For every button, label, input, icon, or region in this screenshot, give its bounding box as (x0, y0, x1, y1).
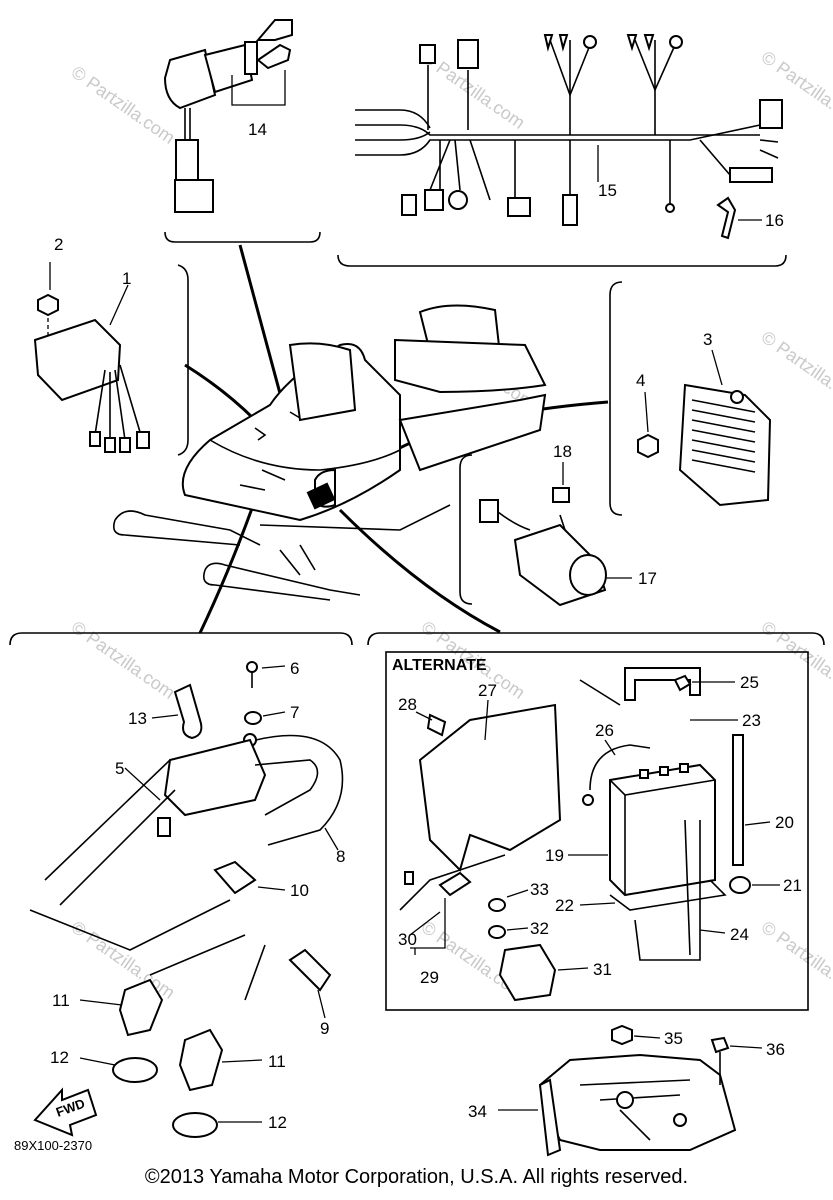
callout-36: 36 (766, 1040, 785, 1059)
callout-9: 9 (320, 1019, 329, 1038)
callout-11: 11 (52, 991, 70, 1010)
callout-4: 4 (636, 371, 645, 390)
callout-13: 13 (128, 709, 147, 728)
ignition-coil-group (29, 661, 344, 1138)
bracket-main-switch (164, 231, 321, 243)
callout-labels: 1 2 3 4 5 6 7 8 9 10 11 11 12 12 13 14 1… (50, 120, 802, 1132)
bracket-wire-harness (337, 254, 787, 267)
callout-3: 3 (703, 330, 712, 349)
callout-21: 21 (783, 876, 802, 895)
callout-22: 22 (555, 896, 574, 915)
wire-harness-group (355, 34, 783, 240)
watermark: © Partzilla.com (68, 62, 179, 148)
callout-26: 26 (595, 721, 614, 740)
callout-6: 6 (290, 659, 299, 678)
bracket-ignition (9, 632, 353, 646)
bracket-battery (367, 632, 825, 646)
callout-28: 28 (398, 695, 417, 714)
main-switch-group (163, 19, 293, 213)
snowmobile-illustration (112, 304, 547, 601)
watermark: © Partzilla.com (758, 327, 833, 413)
callout-12: 12 (268, 1113, 287, 1132)
callout-34: 34 (468, 1102, 487, 1121)
bracket-starter (459, 454, 473, 605)
callout-27: 27 (478, 681, 497, 700)
callout-18: 18 (553, 442, 572, 461)
callout-35: 35 (664, 1029, 683, 1048)
callout-29: 29 (420, 968, 439, 987)
copyright-notice: ©2013 Yamaha Motor Corporation, U.S.A. A… (144, 1166, 689, 1188)
callout-24: 24 (730, 925, 749, 944)
watermark: © Partzilla.com (758, 617, 833, 703)
drawing-number: 89X100-2370 (14, 1138, 92, 1153)
callout-33: 33 (530, 880, 549, 899)
callout-10: 10 (290, 881, 309, 900)
callout-1: 1 (122, 269, 131, 288)
watermark: © Partzilla.com (68, 917, 179, 1003)
callout-12: 12 (50, 1048, 69, 1067)
callout-16: 16 (765, 211, 784, 230)
callout-32: 32 (530, 919, 549, 938)
alternate-box (385, 651, 809, 1011)
cdi-unit-group (33, 262, 150, 453)
callout-17: 17 (638, 569, 657, 588)
watermark: © Partzilla.com (68, 617, 179, 703)
bracket-cdi (177, 264, 189, 456)
callout-14: 14 (248, 120, 267, 139)
watermark: © Partzilla.com (758, 917, 833, 1003)
callout-20: 20 (775, 813, 794, 832)
callout-23: 23 (742, 711, 761, 730)
rectifier-group (637, 349, 772, 507)
callout-19: 19 (545, 846, 564, 865)
callout-8: 8 (336, 847, 345, 866)
callout-7: 7 (290, 703, 299, 722)
forward-arrow-icon: FWD (33, 1087, 98, 1137)
callout-25: 25 (740, 673, 759, 692)
callout-15: 15 (598, 181, 617, 200)
callout-2: 2 (54, 235, 63, 254)
starter-group (479, 462, 632, 607)
callout-31: 31 (593, 960, 612, 979)
callout-30: 30 (398, 930, 417, 949)
callout-11: 11 (268, 1052, 286, 1071)
battery-bracket-group (498, 1024, 763, 1157)
callout-5: 5 (115, 759, 124, 778)
alternate-label: ALTERNATE (392, 657, 487, 674)
bracket-rectifier (609, 281, 623, 516)
alternate-battery-group: ALTERNATE (385, 651, 809, 1011)
